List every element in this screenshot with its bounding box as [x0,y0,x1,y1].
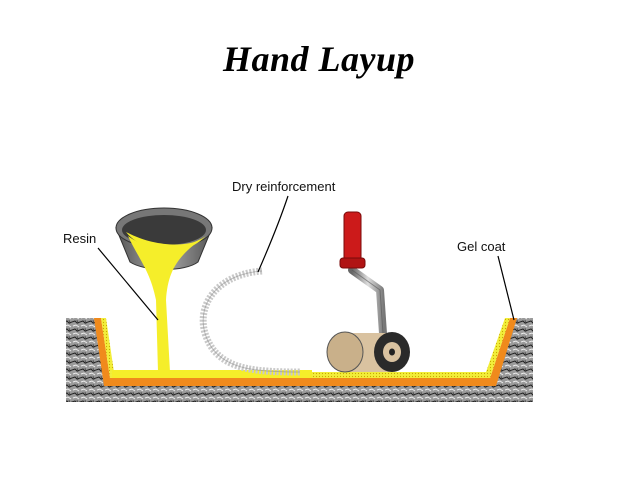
mold [66,318,533,402]
dry-reinforcement-leader [257,195,289,273]
gel-coat-layer [94,318,517,386]
dry-reinforcement-sheet [199,267,301,376]
resin-pool [112,370,312,378]
gel-coat-label: Gel coat [457,239,506,254]
resin-leader [97,247,159,321]
resin-label: Resin [63,231,96,246]
roller [326,211,410,373]
resin-stream [128,236,206,372]
dry-reinforcement-label: Dry reinforcement [232,179,336,194]
gel-coat-leader [497,255,515,321]
page-title: Hand Layup [222,39,415,79]
